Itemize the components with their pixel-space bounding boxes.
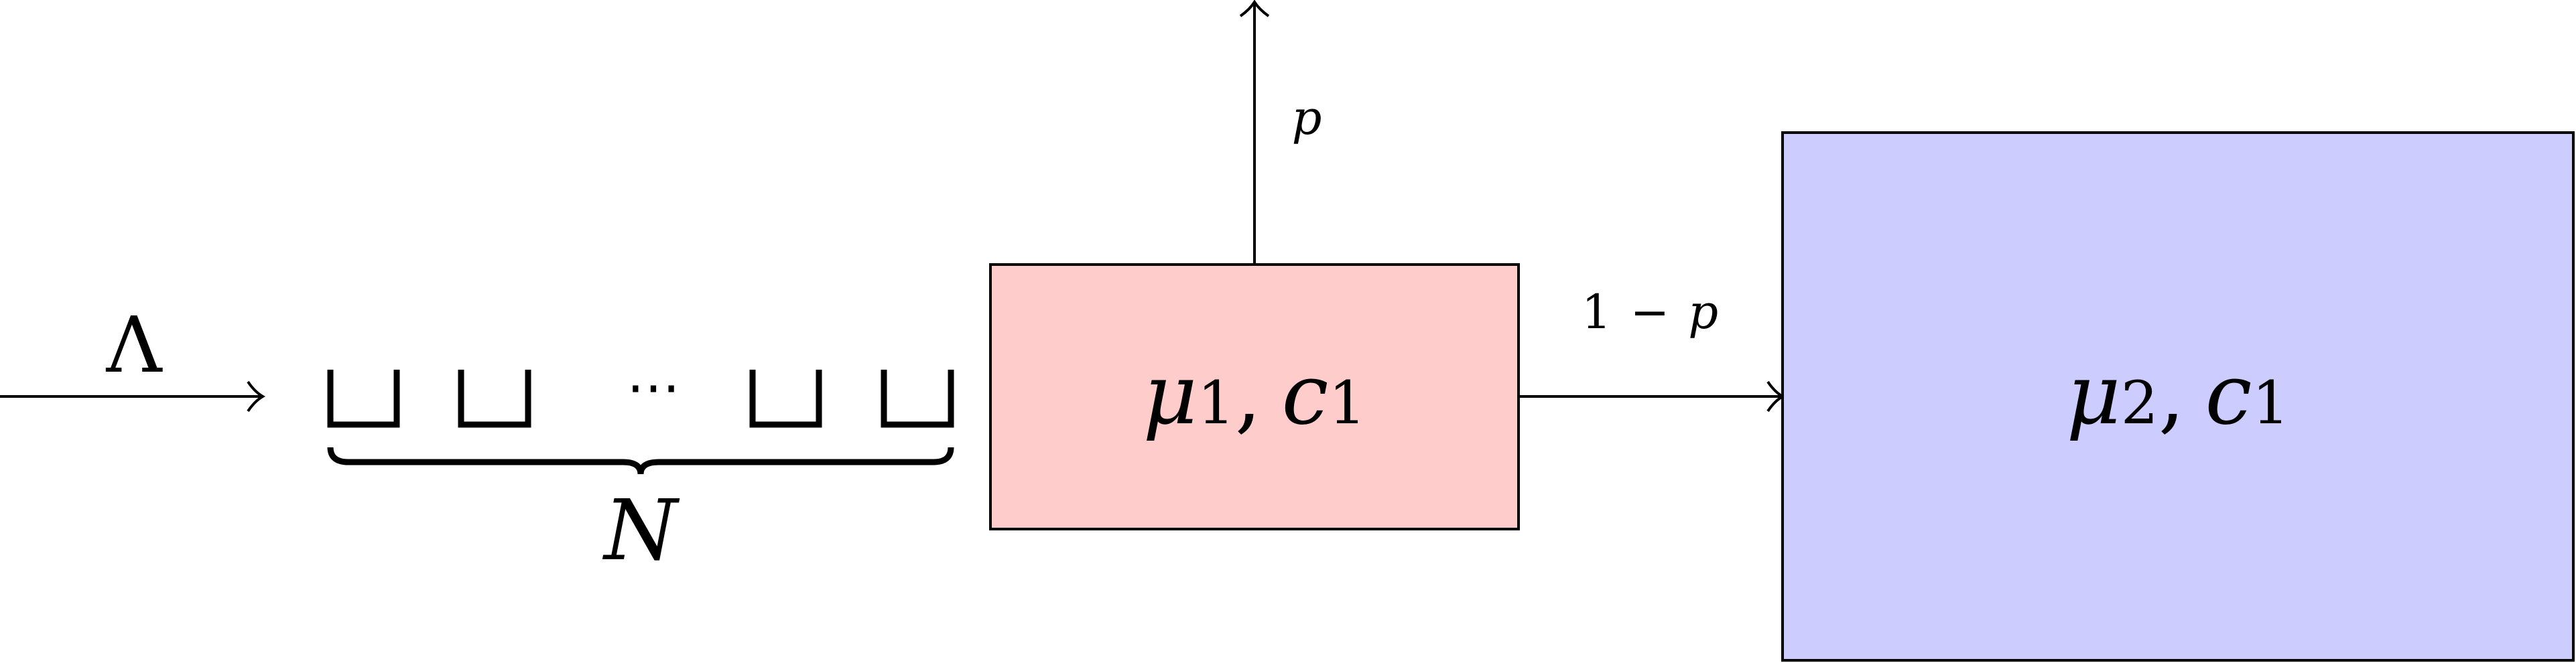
buffer-ellipsis: ⋯ xyxy=(627,356,680,418)
route-probability-label: 1−p xyxy=(1582,285,1718,340)
buffer-slot xyxy=(749,370,822,428)
server-2-label: μ2,c1 xyxy=(2067,346,2290,443)
server-1-box xyxy=(989,263,1520,530)
buffer-size-label: N xyxy=(602,482,680,579)
buffer-slot xyxy=(881,370,954,428)
exit-arrow xyxy=(1239,0,1270,265)
buffer-slot xyxy=(327,370,400,428)
route-probability-minus: − xyxy=(1630,285,1670,340)
buffer-slots xyxy=(327,370,954,428)
buffer-slot xyxy=(458,370,531,428)
server-1-separator: , xyxy=(1235,346,1262,443)
server-1-rate-index: 1 xyxy=(1198,368,1235,437)
arrival-arrow xyxy=(0,380,265,413)
server-2-box xyxy=(1781,131,2575,662)
server-1-label: μ1,c1 xyxy=(1143,346,1366,443)
server-1-capacity-symbol: c xyxy=(1281,346,1328,443)
exit-probability-label: p xyxy=(1292,90,1322,145)
buffer-underbrace xyxy=(327,447,954,475)
arrival-rate-label: Λ xyxy=(105,301,163,390)
route-probability-p: p xyxy=(1688,285,1718,340)
server-2-capacity-symbol: c xyxy=(2205,346,2252,443)
server-1-rate-symbol: μ xyxy=(1143,346,1198,443)
server-1-capacity-index: 1 xyxy=(1329,368,1366,437)
server-2-rate-index: 2 xyxy=(2121,368,2159,437)
server-2-capacity-index: 1 xyxy=(2252,368,2290,437)
server-2-rate-symbol: μ xyxy=(2067,346,2121,443)
route-probability-one: 1 xyxy=(1582,285,1612,340)
server-2-separator: , xyxy=(2159,346,2185,443)
route-arrow xyxy=(1519,380,1785,413)
